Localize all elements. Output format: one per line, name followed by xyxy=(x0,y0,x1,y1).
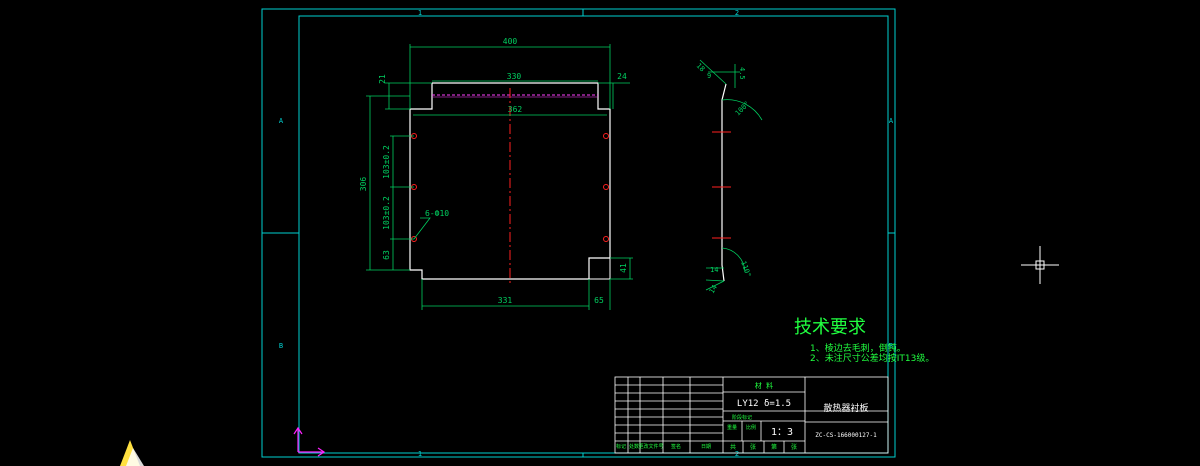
tb-scale-label: 比例 xyxy=(746,424,756,431)
dim-notch-height: 41 xyxy=(619,263,628,273)
dim-side-bottom-b: 14 xyxy=(708,284,719,295)
hole xyxy=(603,133,609,139)
tb-col-change-doc: 更改文件号 xyxy=(638,443,663,450)
tb-weight-label: 重量 xyxy=(727,424,737,431)
tech-req-item-2: 2、未注尺寸公差均按IT13级。 xyxy=(810,352,934,364)
zone-row-a-right: A xyxy=(889,117,894,125)
zone-labels: 1 2 1 2 A B A B xyxy=(279,9,894,458)
front-dimensions xyxy=(366,44,633,310)
tb-stage-label: 阶段标记 xyxy=(732,414,752,421)
autodesk-logo-icon xyxy=(120,440,144,466)
zone-col-1-bottom: 1 xyxy=(418,450,422,458)
hole xyxy=(603,236,609,242)
hole xyxy=(603,184,609,190)
dim-right-step: 24 xyxy=(617,72,627,81)
title-block-border xyxy=(614,376,889,454)
dim-bottom-width: 331 xyxy=(498,296,513,305)
dim-hole-callout: 6-Ф10 xyxy=(425,209,449,218)
dim-top-step: 21 xyxy=(378,74,387,84)
drawing-frame xyxy=(261,8,896,458)
side-view-profile[interactable] xyxy=(721,83,727,282)
tb-total-label: 共 xyxy=(730,443,736,451)
tb-scale-value: 1：3 xyxy=(771,427,793,438)
side-view[interactable] xyxy=(712,83,731,282)
zone-row-a-left: A xyxy=(279,117,284,125)
side-dimensions xyxy=(699,59,763,291)
tb-page-label: 第 xyxy=(771,443,777,451)
dim-overall-width: 400 xyxy=(503,37,518,46)
tb-drawing-number: ZC-CS-166000127-1 xyxy=(815,432,877,439)
technical-requirements: 技术要求 1、棱边去毛刺，倒钝。 2、未注尺寸公差均按IT13级。 xyxy=(794,317,934,364)
tb-part-name: 散热器衬板 xyxy=(823,402,868,414)
dim-bottom-offset: 63 xyxy=(382,250,391,260)
tb-sheet-label-2: 张 xyxy=(791,443,797,451)
dim-hole-span: 362 xyxy=(508,105,523,114)
zone-col-1-top: 1 xyxy=(418,9,422,17)
dim-side-top-b: 9 xyxy=(707,72,711,80)
tb-col-count: 处数 xyxy=(629,443,639,450)
dim-top-inner: 330 xyxy=(507,72,522,81)
dim-side-top-c: 4.5 xyxy=(738,67,746,80)
title-block-text: 材 料 LY12 δ=1.5 散热器衬板 阶段标记 重量 比例 1：3 ZC-C… xyxy=(616,381,877,451)
tb-material-header: 材 料 xyxy=(755,381,773,390)
inner-border xyxy=(298,15,889,454)
zone-col-2-bottom: 2 xyxy=(735,450,739,458)
zone-row-b-right: B xyxy=(889,342,893,350)
tb-material: LY12 δ=1.5 xyxy=(737,399,791,409)
tech-req-title: 技术要求 xyxy=(794,317,866,338)
zone-col-2-top: 2 xyxy=(735,9,739,17)
ucs-icon xyxy=(293,426,326,457)
notch-outline xyxy=(588,257,611,280)
title-block[interactable] xyxy=(614,376,889,454)
dim-notch-width: 65 xyxy=(594,296,604,305)
tech-req-item-1: 1、棱边去毛刺，倒钝。 xyxy=(810,342,906,354)
tb-col-mark: 标记 xyxy=(616,443,626,450)
tb-col-date: 日期 xyxy=(701,444,711,450)
dim-side-top-a: 18 xyxy=(695,62,707,74)
tb-col-sign: 签名 xyxy=(671,443,681,450)
front-dimension-text: 400 330 362 24 21 306 103±0.2 103±0.2 63… xyxy=(359,37,628,305)
dim-hole-pitch-upper: 103±0.2 xyxy=(382,145,391,179)
dim-overall-height: 306 xyxy=(359,177,368,192)
crosshair-cursor xyxy=(1021,246,1059,284)
tb-sheet-label: 张 xyxy=(750,443,756,451)
zone-row-b-left: B xyxy=(279,342,283,350)
dim-side-bottom-a: 14 xyxy=(710,266,718,274)
dim-hole-pitch-lower: 103±0.2 xyxy=(382,196,391,230)
